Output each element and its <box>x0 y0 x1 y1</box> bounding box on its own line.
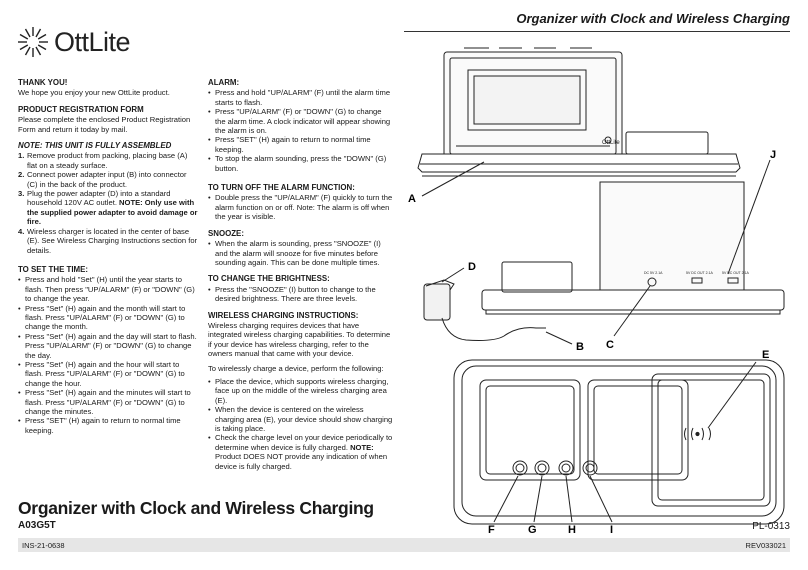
registration-heading: PRODUCT REGISTRATION FORM <box>18 104 144 114</box>
list-item: Press "Set" (H) again and the hour will … <box>18 360 198 388</box>
list-item: Press "SET" (H) again to return to norma… <box>18 416 198 435</box>
setup-step: 2.Connect power adapter input (B) into c… <box>18 170 187 189</box>
label-f: F <box>488 524 495 536</box>
sunburst-logo-icon <box>18 27 48 57</box>
set-time-list: Press and hold "Set" (H) until the year … <box>18 275 198 435</box>
side-view <box>481 181 785 315</box>
alarm-list: Press and hold "UP/ALARM" (F) until the … <box>208 88 394 173</box>
wireless-heading: WIRELESS CHARGING INSTRUCTIONS: <box>208 310 359 320</box>
setup-steps: 1.Remove product from packing, placing b… <box>18 151 198 254</box>
column-middle: ALARM: Press and hold "UP/ALARM" (F) unt… <box>208 78 394 471</box>
base-plate <box>417 153 741 173</box>
label-h: H <box>568 524 576 536</box>
document-title: Organizer with Clock and Wireless Chargi… <box>18 498 374 518</box>
list-item: Double press the "UP/ALARM" (F) quickly … <box>208 193 394 221</box>
list-item: Press the "SNOOZE" (I) button to change … <box>208 285 394 304</box>
clock-unit-front <box>443 47 623 161</box>
list-item: Press and hold "UP/ALARM" (F) until the … <box>208 88 394 107</box>
usb-label-1: 5V DC OUT 2.1A <box>686 271 713 275</box>
label-i: I <box>610 524 613 536</box>
set-time-heading: TO SET THE TIME: <box>18 264 88 274</box>
setup-step: 4.Wireless charger is located in the cen… <box>18 226 198 255</box>
label-b: B <box>576 341 584 353</box>
product-diagram: OttLite DC 5V 2.1A 5V DC OUT 2.1A 5V DC … <box>408 47 785 536</box>
thanks-heading: THANK YOU! <box>18 78 68 87</box>
document-code: PL-0313 <box>752 521 790 532</box>
footer-right: REV033021 <box>745 541 786 550</box>
base-top-view <box>453 359 785 525</box>
label-c: C <box>606 339 614 351</box>
header-title: Organizer with Clock and Wireless Chargi… <box>516 11 790 26</box>
port-label: DC 5V 2.1A <box>644 271 663 275</box>
label-j: J <box>770 149 776 161</box>
snooze-list: When the alarm is sounding, press "SNOOZ… <box>208 239 394 267</box>
footer-bar <box>18 538 790 552</box>
list-item: Place the device, which supports wireles… <box>208 377 394 405</box>
model-number: A03G5T <box>18 520 56 531</box>
alarm-off-list: Double press the "UP/ALARM" (F) quickly … <box>208 193 394 221</box>
header-rule <box>404 31 790 32</box>
list-item: Press "Set" (H) again and the month will… <box>18 304 198 332</box>
footer-left: INS-21-0638 <box>22 541 65 550</box>
list-item: When the alarm is sounding, press "SNOOZ… <box>208 239 394 267</box>
assembled-note: NOTE: THIS UNIT IS FULLY ASSEMBLED <box>18 141 172 151</box>
phone-tray <box>625 131 709 155</box>
list-item: When the device is centered on the wirel… <box>208 405 394 433</box>
list-item: To stop the alarm sounding, press the "D… <box>208 154 394 173</box>
usb-label-2: 5V DC OUT 2.1A <box>722 271 749 275</box>
label-d: D <box>468 261 476 273</box>
ottlite-logo: OttLite <box>16 24 166 60</box>
snooze-heading: SNOOZE: <box>208 228 244 238</box>
label-a: A <box>408 193 416 205</box>
wireless-text: Wireless charging requires devices that … <box>208 320 391 359</box>
list-item: Press and hold "Set" (H) until the year … <box>18 275 198 303</box>
list-item: Check the charge level on your device pe… <box>208 433 394 471</box>
brand-name: OttLite <box>54 27 131 57</box>
label-e: E <box>762 349 769 361</box>
list-item: Press "Set" (H) again and the day will s… <box>18 332 198 360</box>
thanks-text: We hope you enjoy your new OttLite produ… <box>18 88 170 98</box>
alarm-off-heading: TO TURN OFF THE ALARM FUNCTION: <box>208 183 355 193</box>
setup-step: 1.Remove product from packing, placing b… <box>18 151 188 170</box>
brightness-heading: TO CHANGE THE BRIGHTNESS: <box>208 274 330 284</box>
brightness-list: Press the "SNOOZE" (I) button to change … <box>208 285 394 304</box>
wireless-list: Place the device, which supports wireles… <box>208 377 394 471</box>
setup-step: 3.Plug the power adapter (D) into a stan… <box>18 189 198 227</box>
list-item: Press "Set" (H) again and the minutes wi… <box>18 388 198 416</box>
alarm-heading: ALARM: <box>208 78 240 87</box>
list-item: Press "SET" (H) again to return to norma… <box>208 135 394 154</box>
wireless-how: To wirelessly charge a device, perform t… <box>208 363 384 373</box>
list-item: Press "UP/ALARM" (F) or "DOWN" (G) to ch… <box>208 107 394 135</box>
column-left: THANK YOU! We hope you enjoy your new Ot… <box>18 78 198 435</box>
power-adapter <box>423 279 546 341</box>
device-logo-text: OttLite <box>602 140 620 146</box>
registration-text: Please complete the enclosed Product Reg… <box>18 115 191 134</box>
label-g: G <box>528 524 537 536</box>
